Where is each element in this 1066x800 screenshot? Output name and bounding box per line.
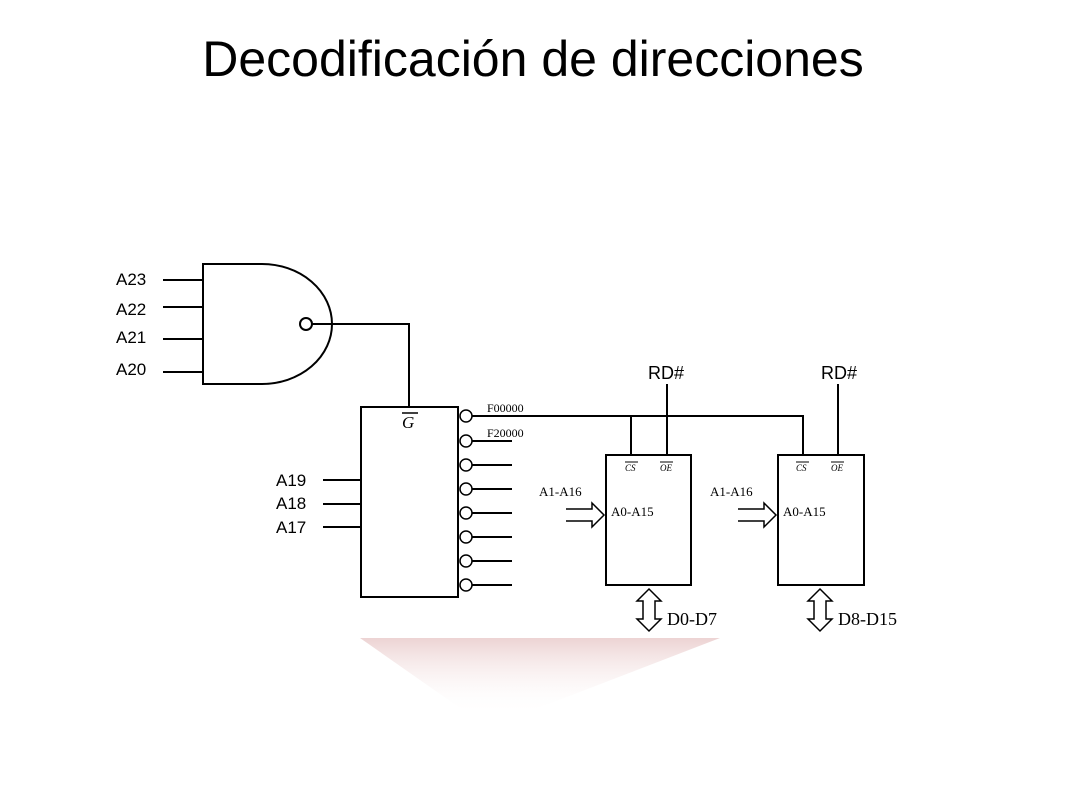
decoder-output-bubble xyxy=(459,578,473,592)
nand-input-label: A22 xyxy=(116,300,146,319)
decoder-output-bubble xyxy=(459,506,473,520)
decoder-output-bubble xyxy=(459,554,473,568)
nand-input-label: A21 xyxy=(116,328,146,347)
enable-wire xyxy=(312,323,410,407)
decoder-enable-label: G xyxy=(402,413,414,432)
cs-label: CS xyxy=(625,463,636,473)
memory-chip-2: RD# CS OE A0-A15 A1-A16 D8-D15 xyxy=(710,363,897,633)
chip-select-wire xyxy=(472,415,804,455)
address-arrow xyxy=(738,501,778,529)
decoder-output-label: F20000 xyxy=(487,426,524,440)
memory-chip-1: RD# CS OE A0-A15 A1-A16 D0-D7 xyxy=(539,363,717,633)
decoder-input-label: A18 xyxy=(276,494,306,513)
nand-bubble xyxy=(299,317,313,331)
rd-label: RD# xyxy=(648,363,684,383)
chip-address-label: A0-A15 xyxy=(611,504,654,519)
data-bus-arrow xyxy=(635,587,663,633)
rd-label: RD# xyxy=(821,363,857,383)
nand-input-label: A23 xyxy=(116,270,146,289)
slide-title: Decodificación de direcciones xyxy=(202,31,864,87)
decoder-output-bubble xyxy=(459,530,473,544)
nand-gate: A23 A22 A21 A20 xyxy=(116,263,333,385)
data-bus-arrow xyxy=(806,587,834,633)
data-bus-label: D8-D15 xyxy=(838,609,897,629)
nand-input-label: A20 xyxy=(116,360,146,379)
decoder-input-label: A17 xyxy=(276,518,306,537)
decoder-input-label: A19 xyxy=(276,471,306,490)
address-arrow xyxy=(566,501,606,529)
decoder-output-bubble xyxy=(459,458,473,472)
chip-address-label: A0-A15 xyxy=(783,504,826,519)
decoder-output-bubble xyxy=(459,434,473,448)
address-input-label: A1-A16 xyxy=(710,484,753,499)
data-bus-label: D0-D7 xyxy=(667,609,717,629)
address-input-label: A1-A16 xyxy=(539,484,582,499)
decoder-output-bubble xyxy=(459,409,473,423)
decoder-output-label: F00000 xyxy=(487,401,524,415)
oe-label: OE xyxy=(831,463,843,473)
cs-label: CS xyxy=(796,463,807,473)
oe-label: OE xyxy=(660,463,672,473)
reflection-shadow xyxy=(360,638,720,715)
decoder-output-bubble xyxy=(459,482,473,496)
decoder: G A19 A18 A17 F00000 F20000 xyxy=(276,401,524,598)
